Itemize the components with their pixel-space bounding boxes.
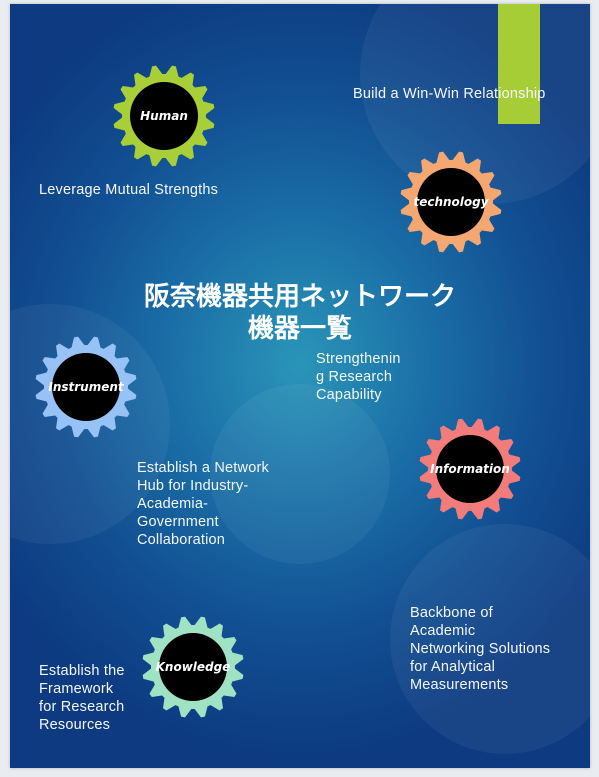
- human-gear-hub: [130, 82, 198, 150]
- information-gear: Information: [418, 417, 522, 521]
- title-line-1: 阪奈機器共用ネットワーク: [143, 281, 456, 311]
- text-line: Resources: [39, 717, 111, 733]
- text-line: Framework: [39, 681, 114, 697]
- text-line: Establish the: [39, 663, 125, 679]
- framework-text: Establish the Framework for Research Res…: [39, 662, 125, 734]
- brochure-page: Human technology Instrument Information …: [10, 4, 590, 768]
- information-gear-icon: [419, 418, 521, 520]
- technology-gear-label: technology: [413, 195, 489, 209]
- information-gear-hub: [436, 435, 504, 503]
- knowledge-gear: Knowledge: [141, 615, 245, 719]
- human-gear-label: Human: [140, 109, 188, 123]
- text-line: Establish a Network: [137, 460, 269, 476]
- backbone-text: Backbone of Academic Networking Solution…: [410, 604, 550, 694]
- bokeh-circle: [210, 384, 390, 564]
- text-line: g Research: [316, 369, 393, 385]
- information-gear-label: Information: [430, 462, 510, 476]
- text-line: Measurements: [410, 677, 509, 693]
- human-gear-icon: [113, 65, 215, 167]
- text-line: for Research: [39, 699, 125, 715]
- text-line: Networking Solutions: [410, 641, 551, 657]
- mutual-strengths-text: Leverage Mutual Strengths: [39, 182, 219, 198]
- instrument-gear: Instrument: [34, 335, 138, 439]
- bokeh-circle: [390, 524, 590, 754]
- strengthening-text: Strengthenin g Research Capability: [316, 350, 401, 404]
- instrument-gear-label: Instrument: [48, 380, 124, 394]
- text-line: Capability: [316, 387, 382, 403]
- title-line-2: 機器一覧: [247, 313, 352, 343]
- text-line: Backbone of: [410, 605, 493, 621]
- text-line: Government: [137, 514, 219, 530]
- technology-gear-icon: [400, 151, 502, 253]
- page-title: 阪奈機器共用ネットワーク 機器一覧: [10, 280, 590, 344]
- knowledge-gear-label: Knowledge: [155, 660, 231, 674]
- text-line: Collaboration: [137, 532, 226, 548]
- technology-gear: technology: [399, 150, 503, 254]
- knowledge-gear-icon: [142, 616, 244, 718]
- win-win-text: Build a Win-Win Relationship: [353, 86, 546, 102]
- text-line: for Analytical: [410, 659, 496, 675]
- technology-gear-hub: [417, 168, 485, 236]
- text-line: Hub for Industry-: [137, 478, 249, 494]
- text-line: Academia-: [137, 496, 209, 512]
- instrument-gear-icon: [35, 336, 137, 438]
- network-hub-text: Establish a Network Hub for Industry- Ac…: [137, 459, 269, 549]
- instrument-gear-hub: [52, 353, 120, 421]
- knowledge-gear-hub: [159, 633, 227, 701]
- text-line: Academic: [410, 623, 476, 639]
- text-line: Strengthenin: [316, 351, 401, 367]
- human-gear: Human: [112, 64, 216, 168]
- green-accent-bar: [498, 4, 540, 124]
